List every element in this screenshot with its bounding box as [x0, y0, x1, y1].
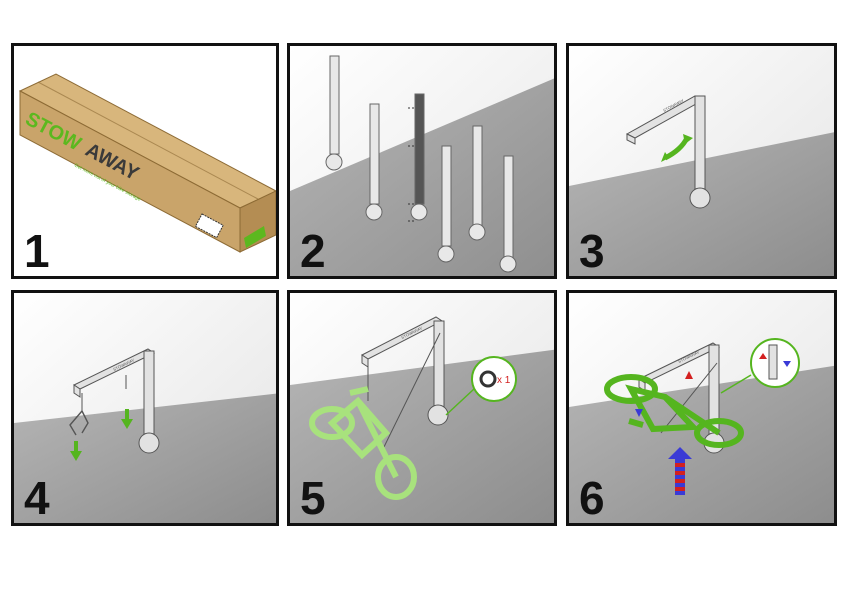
step-number: 5	[300, 472, 326, 524]
box-icon: STOW AWAY Get more out of your bike stor…	[18, 73, 276, 253]
bike-icon	[604, 374, 744, 448]
step-6-panel: STOWAWAY 6	[566, 290, 837, 526]
hook-icon	[69, 410, 89, 436]
callout-line	[445, 388, 475, 416]
hook-attach-drawing: STOWAWAY	[14, 293, 276, 523]
box-end-logo	[244, 226, 266, 248]
frame-part-icon	[72, 348, 160, 454]
bike-icon	[309, 386, 417, 500]
assembly-guide-lines	[408, 107, 414, 222]
step-number: 1	[24, 225, 50, 277]
step-1-panel: STOW AWAY Get more out of your bike stor…	[11, 43, 279, 279]
callout-quantity: x 1	[497, 375, 511, 386]
lift-arrow-icon	[668, 447, 692, 495]
callout-line	[720, 374, 752, 394]
floor	[14, 393, 276, 523]
box-label-window	[194, 213, 224, 239]
step-number: 6	[579, 472, 605, 524]
step-3-panel: STOWAWAY 3	[566, 43, 837, 279]
step-number: 2	[300, 225, 326, 277]
step-number: 4	[24, 472, 50, 524]
bike-lift-drawing: STOWAWAY	[569, 293, 834, 523]
step-4-panel: STOWAWAY 4	[11, 290, 279, 526]
down-arrow-small	[635, 409, 643, 417]
bike-mount-drawing: STOWAWAY x 1	[290, 293, 554, 523]
frame-part-icon	[325, 55, 517, 273]
up-arrow-small	[685, 371, 693, 379]
step-2-panel: 2	[287, 43, 557, 279]
step-5-panel: STOWAWAY x 1 5	[287, 290, 557, 526]
arm-rotation-drawing: STOWAWAY	[569, 46, 834, 276]
step-number: 3	[579, 225, 605, 277]
frame-part-icon	[361, 316, 449, 452]
frame-part-icon	[625, 95, 711, 209]
down-arrow-icon	[70, 409, 133, 461]
floor	[569, 365, 834, 523]
frame-parts-drawing	[290, 46, 554, 276]
